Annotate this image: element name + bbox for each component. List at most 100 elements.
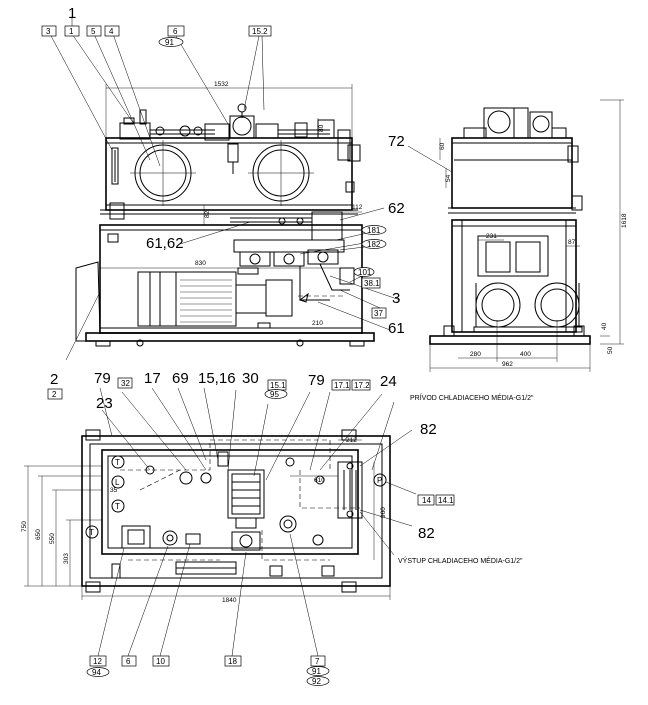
box-17-2: 17.2 <box>354 381 370 390</box>
box-6-front: 6 <box>173 27 178 36</box>
box-18-frame <box>224 655 242 667</box>
symbol-t-upper-circle <box>111 455 125 469</box>
box-2-frame <box>47 388 63 400</box>
label-2: 2 <box>50 371 58 388</box>
side-dim-60: 60 <box>439 142 446 150</box>
side-dim-231: 231 <box>486 233 497 240</box>
front-dim-112: 112 <box>352 204 363 211</box>
side-dim-400: 400 <box>520 351 531 358</box>
side-dim-1618: 1618 <box>621 213 628 228</box>
plan-dim-750: 750 <box>21 521 28 532</box>
oval-101-frame <box>353 267 375 277</box>
oval-92-frame <box>306 676 330 686</box>
box-3-front-frame <box>41 25 57 37</box>
oval-182: 182 <box>367 240 381 249</box>
oval-101: 101 <box>358 268 372 277</box>
box-1-frame <box>64 25 80 37</box>
symbol-t-lower: T <box>115 502 120 511</box>
oval-91-front: 91 <box>165 38 174 47</box>
side-dim-87: 87 <box>568 239 576 246</box>
box-15-1: 15.1 <box>270 381 286 390</box>
box-14-frame <box>417 494 435 506</box>
box-15-2: 15.2 <box>252 27 268 36</box>
side-dim-50: 50 <box>607 346 614 354</box>
oval-181-frame <box>361 225 387 235</box>
oval-182-frame <box>361 239 387 249</box>
box-6-plan-frame <box>121 655 137 667</box>
plan-dim-1840: 1840 <box>222 597 237 604</box>
box-10-frame <box>152 655 170 667</box>
box-4-frame <box>104 25 120 37</box>
side-dim-962: 962 <box>502 361 513 368</box>
box-5-frame <box>86 25 102 37</box>
box-17-2-frame <box>351 379 371 391</box>
box-7: 7 <box>315 657 320 666</box>
box-38-1-frame <box>361 277 381 289</box>
oval-94: 94 <box>92 668 101 677</box>
box-17-1-frame <box>331 379 351 391</box>
label-15-16: 15,16 <box>198 370 236 387</box>
box-32-frame <box>117 377 133 389</box>
box-10: 10 <box>156 657 165 666</box>
box-37: 37 <box>374 309 383 318</box>
label-69: 69 <box>172 370 189 387</box>
label-61-62: 61,62 <box>146 235 184 252</box>
oval-91-plan-frame <box>306 666 330 676</box>
oval-91-plan: 91 <box>312 667 321 676</box>
outlet-note: VÝSTUP CHLADIACEHO MÉDIA-G1/2" <box>398 556 523 565</box>
symbol-t-outside: T <box>89 528 94 537</box>
plan-dim-610: 610 <box>314 477 325 484</box>
box-2: 2 <box>52 390 57 399</box>
box-3-front: 3 <box>46 27 51 36</box>
label-23: 23 <box>96 395 113 412</box>
box-4: 4 <box>109 27 114 36</box>
plan-view: 1840 750 650 550 303 610 212 960 35 <box>21 387 417 657</box>
front-dim-80: 80 <box>318 124 325 132</box>
label-61: 61 <box>388 320 405 337</box>
plan-dim-650: 650 <box>35 529 42 540</box>
oval-95: 95 <box>270 390 279 399</box>
side-dim-280: 280 <box>470 351 481 358</box>
plan-dim-960: 960 <box>380 507 387 518</box>
label-3-front: 3 <box>392 290 400 307</box>
label-79-left: 79 <box>94 370 111 387</box>
label-79-right: 79 <box>308 372 325 389</box>
box-7-frame <box>310 655 326 667</box>
box-5: 5 <box>91 27 96 36</box>
box-12-frame <box>89 655 107 667</box>
box-1: 1 <box>69 27 74 36</box>
label-62: 62 <box>388 200 405 217</box>
box-17-1: 17.1 <box>334 381 350 390</box>
symbol-t-outside-circle <box>85 525 99 539</box>
oval-94-frame <box>86 667 110 677</box>
front-dim-1532: 1532 <box>214 81 229 88</box>
oval-181: 181 <box>367 226 381 235</box>
inlet-note: PRÍVOD CHLADIACEHO MÉDIA-G1/2" <box>410 393 534 402</box>
box-6-front-frame <box>167 25 185 37</box>
side-view: 962 280 400 1618 231 87 40 50 60 54 <box>407 99 628 372</box>
box-6-plan: 6 <box>126 657 131 666</box>
oval-91-front-frame <box>158 37 184 47</box>
box-18: 18 <box>228 657 237 666</box>
oval-95-frame <box>264 389 288 399</box>
box-37-frame <box>371 307 387 319</box>
box-14-1-frame <box>435 494 455 506</box>
label-82-upper: 82 <box>420 421 437 438</box>
plan-dim-35: 35 <box>110 487 118 494</box>
label-1-front: 1 <box>68 5 76 22</box>
front-dim-210: 210 <box>312 320 323 327</box>
box-15-2-frame <box>248 25 272 37</box>
box-32: 32 <box>121 379 130 388</box>
box-14-1: 14.1 <box>438 496 454 505</box>
front-view: 1532 830 112 210 80 82 <box>49 18 401 361</box>
box-12: 12 <box>93 657 102 666</box>
label-72: 72 <box>388 133 405 150</box>
label-30: 30 <box>242 370 259 387</box>
plan-dim-550: 550 <box>49 533 56 544</box>
side-dim-40: 40 <box>601 322 608 330</box>
label-17: 17 <box>144 370 161 387</box>
symbol-t-upper: T <box>115 458 120 467</box>
front-dim-830: 830 <box>195 260 206 267</box>
plan-dim-212: 212 <box>346 437 357 444</box>
